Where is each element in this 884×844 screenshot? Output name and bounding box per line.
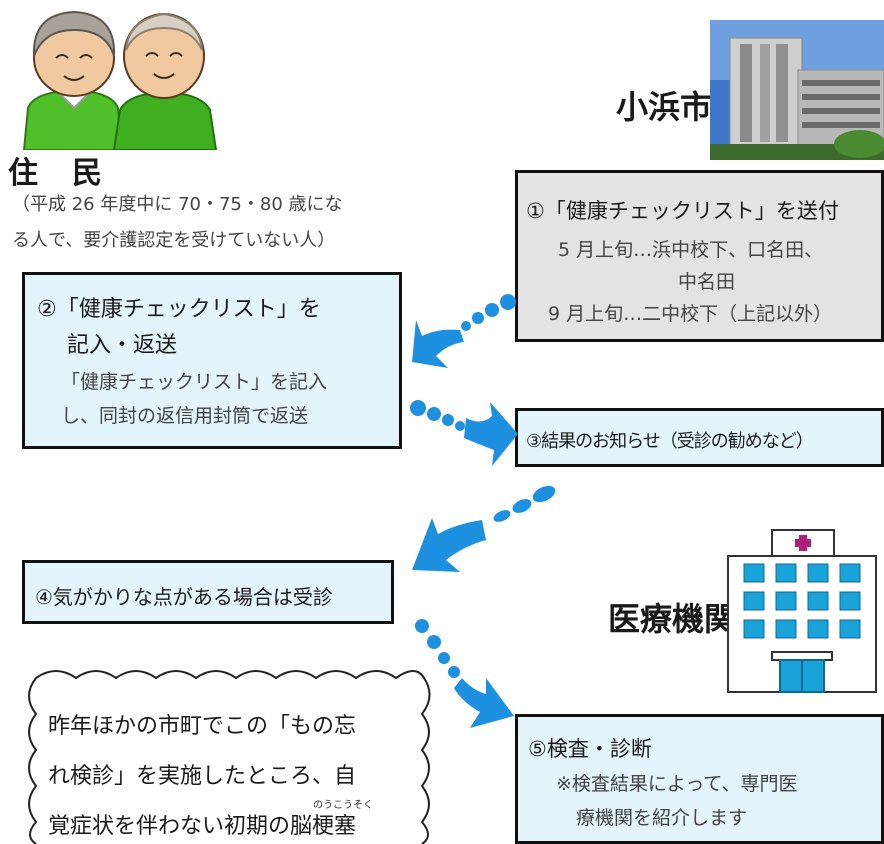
step4-label: ④気がかりな点がある場合は受診: [35, 585, 333, 609]
step3-result-notice-box: ③結果のお知らせ（受診の勧めなど）: [515, 408, 884, 467]
note-line2: れ検診」を実施したところ、自: [48, 764, 357, 789]
note-ruby: のうこうそく: [313, 800, 373, 811]
step2-title-line2: 記入・返送: [67, 333, 178, 358]
city-hall-photo: [710, 20, 884, 160]
resident-description-line1: （平成 26 年度中に 70・75・80 歳にな: [12, 194, 343, 215]
resident-heading: 住 民: [8, 156, 104, 191]
step1-line2: 中名田: [678, 271, 736, 293]
arrow-checklist-to-resident: [412, 294, 516, 368]
note-line1: 昨年ほかの市町でこの「もの忘: [48, 714, 357, 739]
step2-title-line1: ②「健康チェックリスト」を: [37, 297, 321, 322]
step5-exam-diagnosis-box: ⑤検査・診断 ※検査結果によって、専門医 療機関を紹介します: [515, 714, 884, 844]
hospital-name: 医療機関: [608, 600, 737, 638]
step1-line3: 9 月上旬…二中校下（上記以外）: [548, 303, 833, 325]
step5-line1: ※検査結果によって、専門医: [556, 773, 798, 795]
step1-line1: 5 月上旬…浜中校下、口名田、: [558, 239, 824, 261]
elderly-couple-illustration: [22, 10, 218, 150]
city-name: 小浜市: [616, 88, 713, 126]
step2-body-line2: し、同封の返信用封筒で返送: [61, 405, 309, 427]
note-line3: 覚症状を伴わない初期の脳梗塞: [48, 814, 357, 839]
step5-title: ⑤検査・診断: [528, 737, 652, 761]
step5-line2: 療機関を紹介します: [576, 807, 748, 829]
step4-consult-box: ④気がかりな点がある場合は受診: [22, 560, 394, 624]
hospital-building-icon: [727, 529, 877, 693]
step2-fill-return-box: ②「健康チェックリスト」を 記入・返送 「健康チェックリスト」を記入 し、同封の…: [22, 272, 402, 449]
arrow-consult-to-hospital: [415, 619, 514, 728]
arrow-result-to-consult: [412, 485, 556, 572]
resident-description-line2: る人で、要介護認定を受けていない人）: [12, 230, 336, 251]
note-wavy-border: [28, 670, 431, 844]
step1-send-checklist-box: ①「健康チェックリスト」を送付 5 月上旬…浜中校下、口名田、 中名田 9 月上…: [515, 170, 884, 342]
step2-body-line1: 「健康チェックリスト」を記入: [61, 371, 328, 393]
arrow-return-to-city: [410, 400, 518, 466]
step3-label: ③結果のお知らせ（受診の勧めなど）: [526, 431, 814, 452]
step1-title: ①「健康チェックリスト」を送付: [526, 199, 839, 223]
